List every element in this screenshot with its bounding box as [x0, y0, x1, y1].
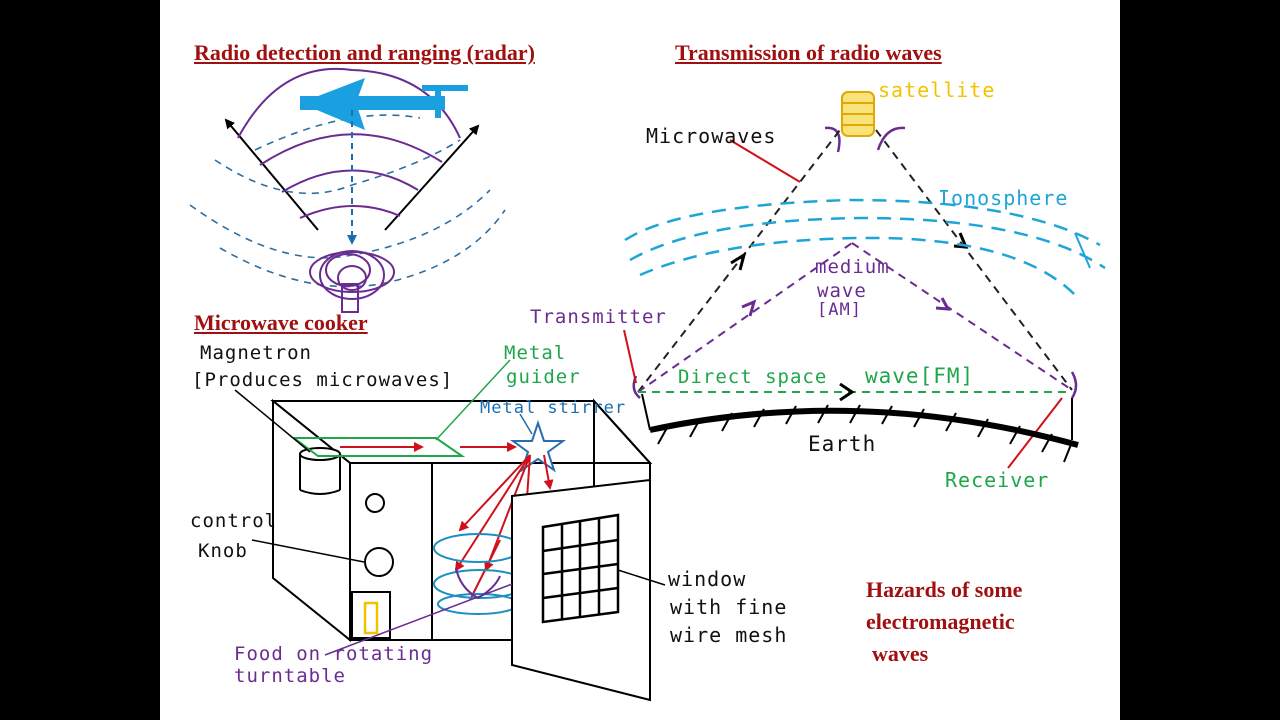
radar-beam-right-arrow — [384, 124, 480, 231]
metal-stirrer — [509, 419, 567, 473]
transmission-title: Transmission of radio waves — [675, 40, 942, 65]
transmission-diagram — [623, 91, 1106, 469]
food-label-line2: turntable — [234, 665, 346, 687]
receiver-antenna — [1070, 371, 1078, 399]
microwave-cooker-title: Microwave cooker — [194, 310, 368, 335]
control-knob-label-line2: Knob — [198, 540, 248, 562]
medium-wave-label-line2: wave — [817, 280, 867, 302]
microwaves-label: Microwaves — [646, 124, 777, 148]
medium-wave-path-up — [637, 242, 853, 393]
earth-hatching — [657, 404, 1073, 463]
window-label-line1: window — [668, 567, 747, 591]
control-knob-label-line1: control — [190, 510, 278, 532]
ionosphere — [624, 198, 1106, 299]
satellite-label: satellite — [878, 78, 996, 102]
window-label-line3: wire mesh — [670, 623, 788, 647]
ionosphere-label: Ionosphere — [938, 186, 1069, 210]
radar-station — [309, 250, 395, 313]
metal-stirrer-label: Metal stirrer — [480, 398, 627, 418]
magnetron-label-line1: Magnetron — [200, 342, 312, 364]
radar-target-arrow — [300, 78, 365, 130]
window-label-line2: with fine — [670, 595, 788, 619]
direct-space-wave-label-part2: wave[FM] — [865, 364, 975, 388]
transmitter-label: Transmitter — [530, 306, 667, 328]
earth-surface — [649, 407, 1079, 448]
microwave-path-up — [637, 129, 841, 393]
medium-wave-path-down — [851, 242, 1073, 391]
hazards-title-line2: electromagnetic — [866, 609, 1015, 634]
satellite — [841, 91, 875, 137]
radar-diagram — [189, 67, 506, 313]
control-knob-small[interactable] — [365, 493, 385, 513]
slide: Radio detection and ranging (radar) Tran… — [160, 0, 1120, 720]
direct-space-wave-label-part1: Direct space — [678, 366, 828, 388]
control-knob[interactable] — [364, 547, 394, 577]
metal-guider-label-line1: Metal — [504, 342, 567, 364]
window-mesh — [541, 513, 620, 624]
hazards-title-line1: Hazards of some — [866, 577, 1023, 602]
hazards-title-line3: waves — [872, 641, 929, 666]
receiver-label: Receiver — [945, 468, 1050, 492]
microwave-path-down — [875, 129, 1073, 391]
hazards-title: Hazards of some electromagnetic waves — [866, 574, 1022, 670]
medium-wave-label-line1: medium — [815, 256, 890, 278]
metal-guider — [291, 437, 466, 457]
diagram-artwork — [189, 67, 1106, 702]
medium-wave-label-line3: [AM] — [817, 300, 862, 320]
earth-label: Earth — [808, 432, 877, 456]
radar-title: Radio detection and ranging (radar) — [194, 40, 535, 65]
radar-beam-left-arrow — [224, 118, 319, 231]
microwave-cooker-diagram — [234, 359, 666, 702]
radar-reflected-waves — [189, 114, 506, 288]
magnetron-label-line2: [Produces microwaves] — [192, 369, 454, 391]
metal-guider-label-line2: guider — [506, 366, 581, 388]
food-label-line1: Food on rotating — [234, 643, 434, 665]
